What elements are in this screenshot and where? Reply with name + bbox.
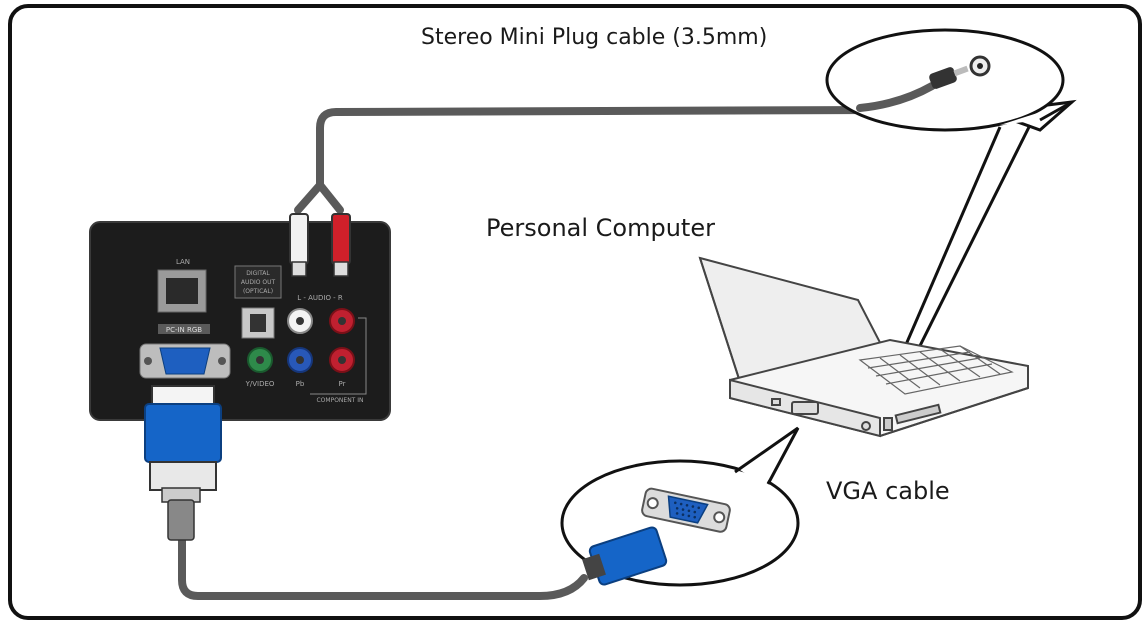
- rca-plugs: [289, 213, 351, 277]
- laptop-illustration: [698, 256, 1029, 438]
- vga-cable: [178, 526, 588, 600]
- digital-audio-label-3: (OPTICAL): [243, 288, 273, 295]
- tv-back-panel: LAN PC-IN RGB DIGITAL AUDIO OUT (OPTICAL…: [89, 221, 391, 421]
- pr-label: Pr: [339, 380, 346, 388]
- audio-lr-label: L - AUDIO - R: [297, 294, 343, 302]
- pc-in-vga-port: [139, 343, 231, 379]
- stereo-cable-label: Stereo Mini Plug cable (3.5mm): [421, 25, 768, 50]
- vga-port-on-laptop: [791, 401, 819, 415]
- vga-cable-label: VGA cable: [826, 477, 950, 505]
- pc-in-label: PC-IN RGB: [166, 326, 202, 334]
- digital-audio-label-1: DIGITAL: [246, 270, 270, 277]
- y-video-label: Y/VIDEO: [245, 380, 275, 388]
- vga-port-zoom: [641, 487, 731, 533]
- lan-label: LAN: [176, 258, 190, 266]
- digital-audio-label-2: AUDIO OUT: [241, 279, 276, 286]
- rca-red-plug: [331, 213, 351, 265]
- mini-plug-zoom-bubble: [825, 28, 1077, 132]
- stereo-cable-split: [316, 181, 344, 214]
- outer-frame: [8, 4, 1142, 620]
- vga-zoom-bubble: [560, 426, 800, 587]
- pb-label: Pb: [296, 380, 305, 388]
- rca-white-plug: [289, 213, 309, 265]
- personal-computer-label: Personal Computer: [486, 214, 715, 242]
- vga-plug-tv-side: [144, 385, 222, 541]
- mini-plug: [929, 67, 957, 89]
- component-label: COMPONENT IN: [316, 397, 363, 404]
